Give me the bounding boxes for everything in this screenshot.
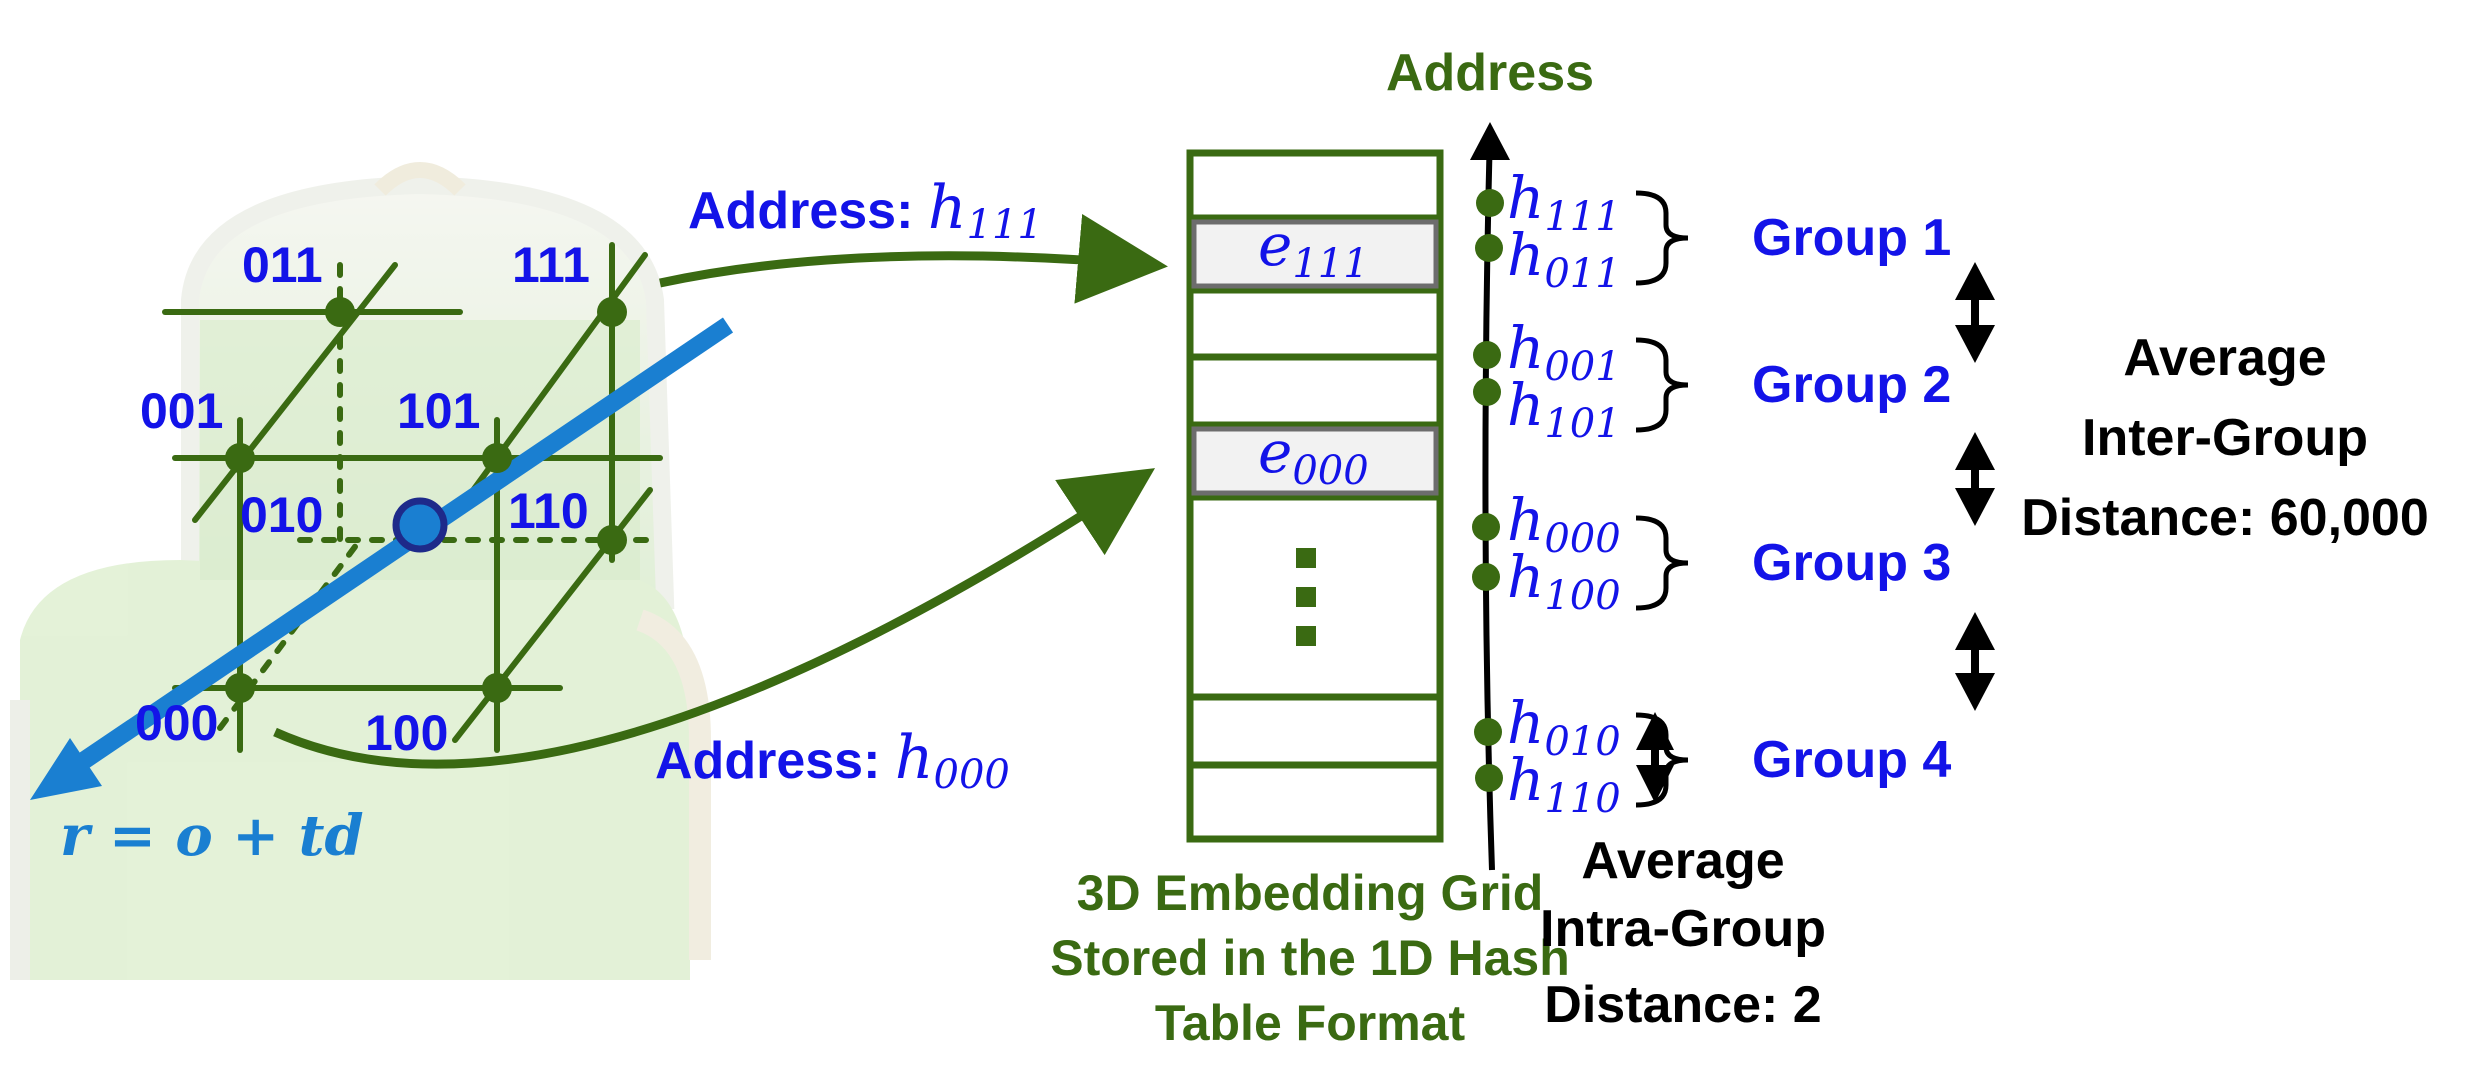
axis-hash-label: h110 — [1507, 746, 1621, 822]
vertex-label: 110 — [508, 483, 589, 539]
lookup-arrow-111 — [659, 213, 1168, 304]
vertex-labels: 011 111 001 101 010 110 000 100 — [135, 237, 590, 761]
inter-group-line: Inter-Group — [2082, 409, 2368, 467]
cube-vertices — [225, 297, 627, 703]
axis-point — [1472, 563, 1500, 591]
group-brace — [1635, 515, 1689, 611]
vertex-label: 010 — [240, 487, 323, 543]
vertex-011 — [325, 297, 355, 327]
axis-point — [1475, 764, 1503, 792]
inter-group-line: Average — [2123, 329, 2326, 387]
axis-hash-label: h111 — [1507, 164, 1621, 240]
vertex-110 — [597, 525, 627, 555]
group-braces — [1635, 190, 1689, 808]
inter-group-label: Average Inter-Group Distance: 60,000 — [2021, 329, 2429, 547]
axis-hash-labels: h111 h011 h001 h101 h000 h100 h010 h110 — [1507, 164, 1621, 822]
intra-group-arrow — [1636, 712, 1674, 803]
vertex-111 — [597, 297, 627, 327]
axis-hash-label: h101 — [1507, 371, 1621, 447]
ray — [30, 317, 734, 800]
axis-point — [1472, 513, 1500, 541]
table-cell-e111 — [1191, 219, 1439, 289]
intra-group-line: Intra-Group — [1540, 900, 1826, 958]
vertex-100 — [482, 673, 512, 703]
axis-hash-label: h010 — [1507, 689, 1621, 765]
group-brace — [1635, 337, 1689, 433]
caption-line: Stored in the 1D Hash — [1050, 930, 1570, 986]
lookup-label-000: Address: h000 — [655, 723, 1010, 798]
vertex-label: 101 — [397, 383, 480, 439]
lookup-label-111: Address: h111 — [688, 173, 1043, 248]
vertex-label: 001 — [140, 383, 223, 439]
group-labels: Group 1 Group 2 Group 3 Group 4 — [1752, 209, 1951, 789]
group-label: Group 2 — [1752, 356, 1951, 414]
table-cell-label: e111 — [1258, 211, 1369, 287]
address-axis-title: Address — [1386, 44, 1594, 102]
axis-point — [1476, 189, 1504, 217]
group-brace — [1635, 712, 1689, 808]
group-brace — [1635, 190, 1689, 286]
group-label: Group 4 — [1752, 731, 1951, 789]
vertex-101 — [482, 443, 512, 473]
vertex-label: 100 — [365, 705, 448, 761]
table-ellipsis — [1296, 548, 1316, 646]
vertex-label: 011 — [242, 237, 323, 293]
hash-table — [1186, 149, 1444, 843]
axis-hash-label: h011 — [1507, 221, 1621, 297]
axis-point — [1473, 341, 1501, 369]
address-axis-arrowhead — [1470, 122, 1510, 160]
axis-hash-label: h000 — [1507, 486, 1621, 562]
vertex-000 — [225, 673, 255, 703]
group-label: Group 1 — [1752, 209, 1951, 267]
table-cell-e000 — [1191, 426, 1439, 496]
group-label: Group 3 — [1752, 534, 1951, 592]
intra-group-line: Average — [1581, 832, 1784, 890]
caption-line: Table Format — [1155, 995, 1466, 1051]
inter-group-line: Distance: 60,000 — [2021, 489, 2429, 547]
vertex-001 — [225, 443, 255, 473]
sample-point — [392, 497, 448, 553]
vertex-label: 000 — [135, 695, 218, 751]
ray-equation: r = o + td — [60, 803, 364, 869]
inter-group-arrows — [1955, 262, 1995, 711]
axis-hash-label: h001 — [1507, 314, 1621, 390]
axis-points — [1472, 189, 1504, 792]
axis-point — [1474, 718, 1502, 746]
chair-background-image — [10, 162, 711, 980]
axis-point — [1473, 378, 1501, 406]
caption-line: 3D Embedding Grid — [1077, 865, 1544, 921]
lookup-arrow-000 — [273, 468, 1156, 769]
intra-group-line: Distance: 2 — [1544, 976, 1821, 1034]
axis-hash-label: h100 — [1507, 543, 1621, 619]
vertex-label: 111 — [512, 237, 590, 293]
intra-group-label: Average Intra-Group Distance: 2 — [1540, 832, 1826, 1034]
axis-point — [1475, 234, 1503, 262]
table-caption: 3D Embedding Grid Stored in the 1D Hash … — [1050, 865, 1570, 1051]
table-cell-label: e000 — [1258, 418, 1369, 494]
